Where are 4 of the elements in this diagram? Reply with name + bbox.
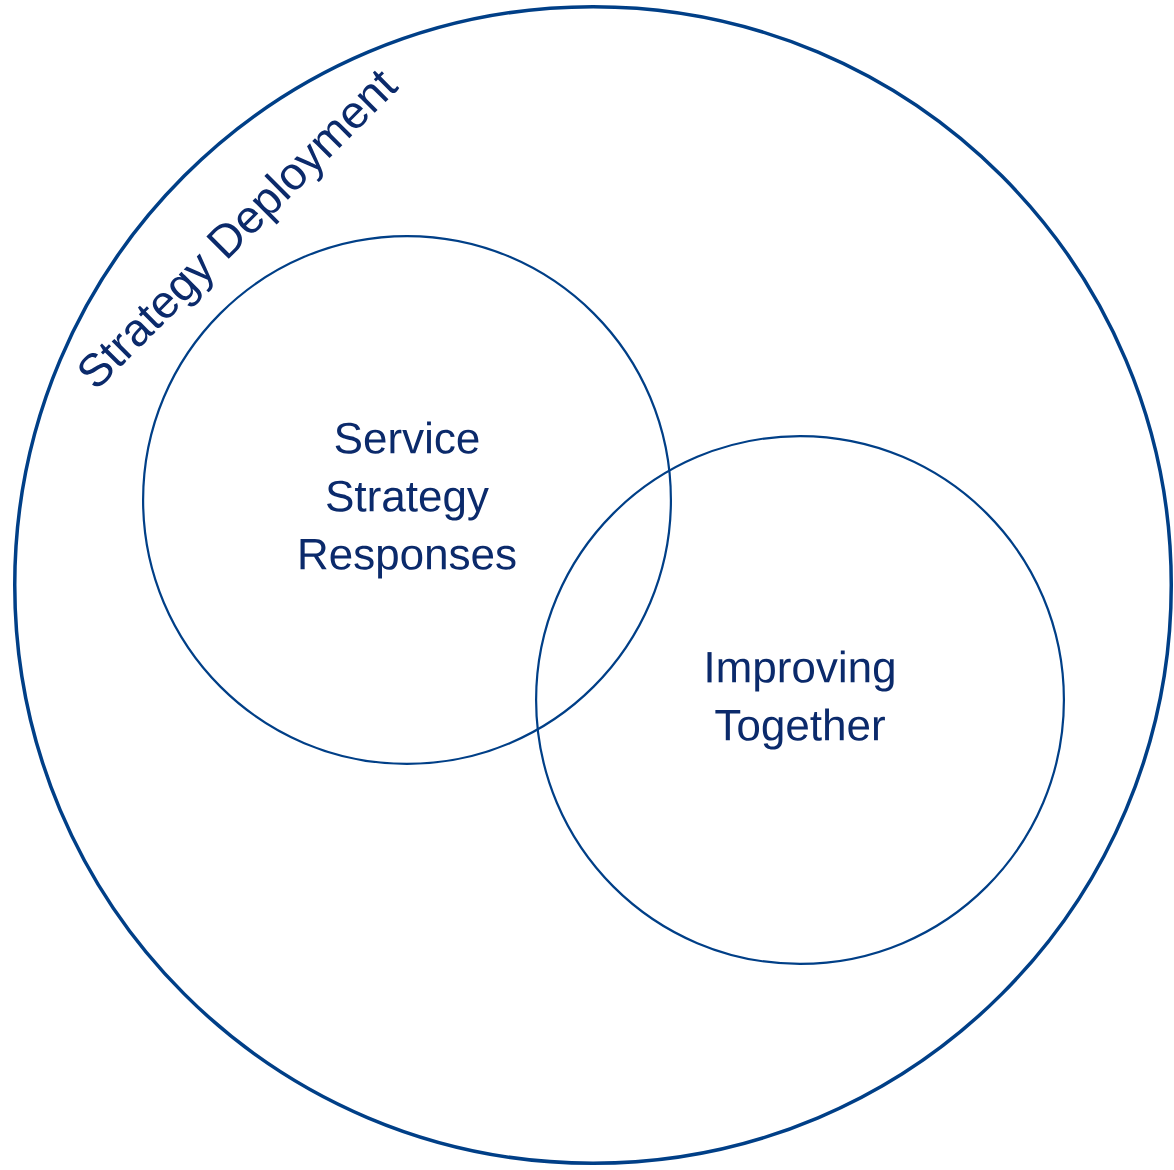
circle-label: Improving Together [707, 650, 894, 750]
circle-label: Service Strategy Responses [300, 421, 516, 579]
circle [535, 435, 1065, 965]
circle [13, 5, 1173, 1165]
